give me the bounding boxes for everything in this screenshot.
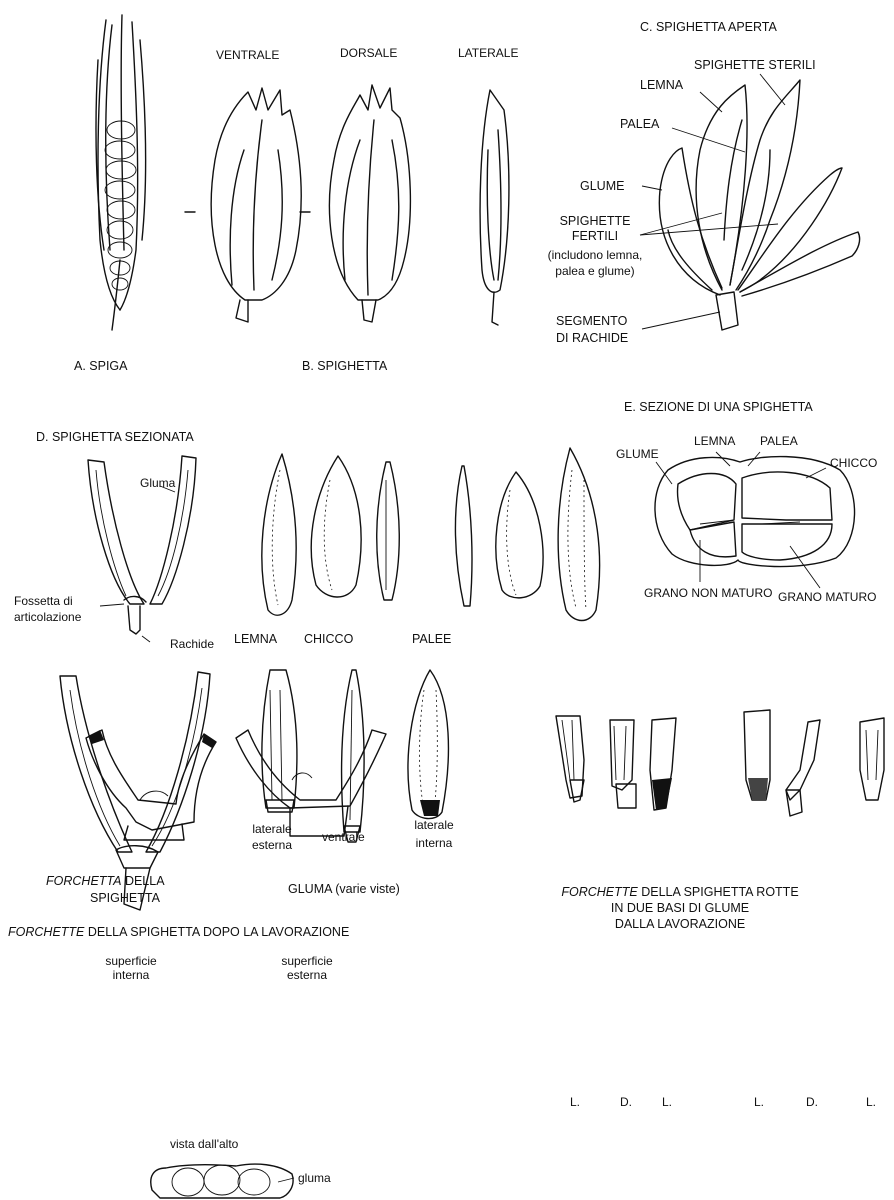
label-spighette-sterili: SPIGHETTE STERILI xyxy=(694,58,816,73)
label-laterale-interna-2: interna xyxy=(404,836,464,851)
broken-title-1: FORCHETTE DELLA SPIGHETTA ROTTE xyxy=(520,885,840,900)
panel-e-title: E. SEZIONE DI UNA SPIGHETTA xyxy=(624,400,813,415)
label-palee: PALEE xyxy=(412,632,451,647)
label-fertili-note-1: (includono lemna, xyxy=(528,248,662,263)
spikelet-ventral-drawing xyxy=(185,88,310,322)
label-forchetta-rest: DELLA xyxy=(121,874,164,888)
view-laterale-label: LATERALE xyxy=(458,46,518,61)
spikelet-lateral-drawing xyxy=(480,90,509,325)
open-spikelet-leaders xyxy=(640,74,785,329)
label-gluma-d: Gluma xyxy=(140,476,175,491)
broken-title-italic: FORCHETTE xyxy=(561,885,637,899)
after-title-rest: DELLA SPIGHETTA DOPO LA LAVORAZIONE xyxy=(84,925,349,939)
label-forchetta-line2: SPIGHETTA xyxy=(90,891,160,906)
after-title-italic: FORCHETTE xyxy=(8,925,84,939)
letter-l-4: L. xyxy=(866,1095,876,1110)
label-laterale-interna-1: laterale xyxy=(404,818,464,833)
label-fertili-note-2: palea e glume) xyxy=(528,264,662,279)
label-spighette-fertili-1: SPIGHETTE xyxy=(540,214,650,229)
label-grano-non-maturo: GRANO NON MATURO xyxy=(644,586,772,601)
label-superficie-esterna-2: esterna xyxy=(262,968,352,983)
label-segmento-1: SEGMENTO xyxy=(556,314,627,329)
broken-forks-drawing xyxy=(556,710,884,816)
grain-parts-drawing xyxy=(262,448,600,621)
label-fossetta-2: articolazione xyxy=(14,610,81,625)
label-palea-c: PALEA xyxy=(620,117,659,132)
panel-d-title: D. SPIGHETTA SEZIONATA xyxy=(36,430,194,445)
label-ventrale-d: ventrale xyxy=(322,830,365,845)
ear-drawing xyxy=(96,15,146,330)
view-dorsale-label: DORSALE xyxy=(340,46,397,61)
label-lemna-c: LEMNA xyxy=(640,78,683,93)
label-spighette-fertili-2: FERTILI xyxy=(540,229,650,244)
label-gluma-views: GLUMA (varie viste) xyxy=(288,882,400,897)
label-grano-maturo: GRANO MATURO xyxy=(778,590,876,605)
label-superficie-esterna-1: superficie xyxy=(262,954,352,969)
label-vista-dall-alto: vista dall'alto xyxy=(170,1137,238,1152)
label-laterale-esterna-1: laterale xyxy=(240,822,304,837)
spikelet-section-drawing xyxy=(655,457,855,567)
top-view-drawing xyxy=(151,1164,294,1198)
broken-title-2: IN DUE BASI DI GLUME xyxy=(520,901,840,916)
label-glume-c: GLUME xyxy=(580,179,624,194)
letter-l-1: L. xyxy=(570,1095,580,1110)
label-glume-e: GLUME xyxy=(616,447,659,462)
letter-d-1: D. xyxy=(620,1095,632,1110)
label-lemna-e: LEMNA xyxy=(694,434,735,449)
broken-title-3: DALLA LAVORAZIONE xyxy=(520,917,840,932)
label-fossetta-1: Fossetta di xyxy=(14,594,73,609)
after-title: FORCHETTE DELLA SPIGHETTA DOPO LA LAVORA… xyxy=(8,925,349,940)
open-spikelet-drawing xyxy=(659,80,859,330)
label-segmento-2: DI RACHIDE xyxy=(556,331,628,346)
spikelet-dorsal-drawing xyxy=(329,85,410,322)
letter-l-3: L. xyxy=(754,1095,764,1110)
label-chicco-e: CHICCO xyxy=(830,456,877,471)
label-superficie-interna-1: superficie xyxy=(86,954,176,969)
letter-l-2: L. xyxy=(662,1095,672,1110)
label-forchetta-italic: FORCHETTA xyxy=(46,874,121,888)
letter-d-2: D. xyxy=(806,1095,818,1110)
label-chicco-d: CHICCO xyxy=(304,632,353,647)
label-rachide: Rachide xyxy=(170,637,214,652)
label-gluma-top: gluma xyxy=(298,1171,331,1186)
label-forchetta-line1: FORCHETTA DELLA xyxy=(46,874,165,889)
label-palea-e: PALEA xyxy=(760,434,798,449)
view-ventrale-label: VENTRALE xyxy=(216,48,279,63)
broken-title-rest: DELLA SPIGHETTA ROTTE xyxy=(638,885,799,899)
label-superficie-interna-2: interna xyxy=(86,968,176,983)
panel-a-caption: A. SPIGA xyxy=(74,359,128,374)
label-lemna-d: LEMNA xyxy=(234,632,277,647)
panel-b-caption: B. SPIGHETTA xyxy=(302,359,387,374)
label-laterale-esterna-2: esterna xyxy=(240,838,304,853)
panel-c-title: C. SPIGHETTA APERTA xyxy=(640,20,777,35)
